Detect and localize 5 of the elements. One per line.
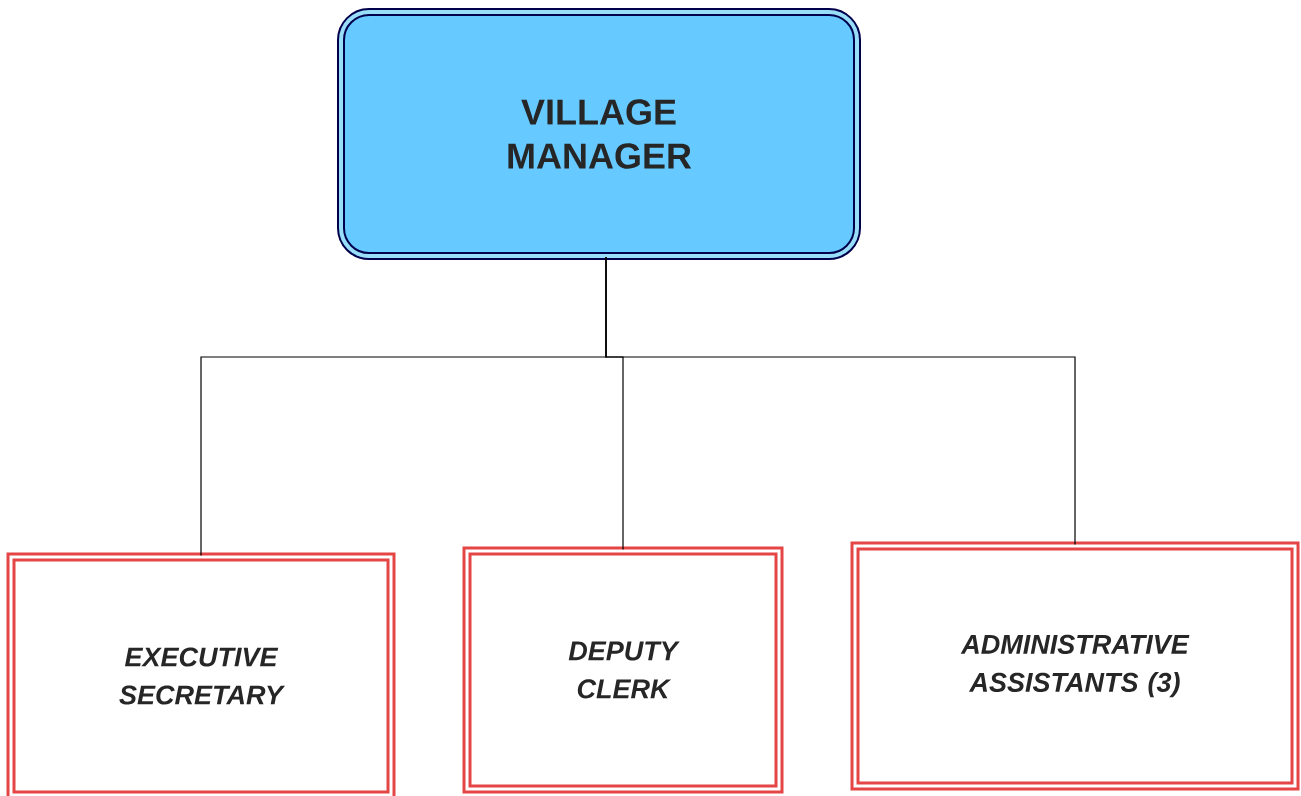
connector-line — [605, 256, 1076, 546]
position-box: DEPUTY CLERK — [462, 546, 784, 794]
position-box: ADMINISTRATIVE ASSISTANTS (3) — [850, 541, 1300, 791]
position-box: EXECUTIVE SECRETARY — [6, 552, 396, 796]
manager-box: VILLAGE MANAGER — [337, 8, 861, 260]
